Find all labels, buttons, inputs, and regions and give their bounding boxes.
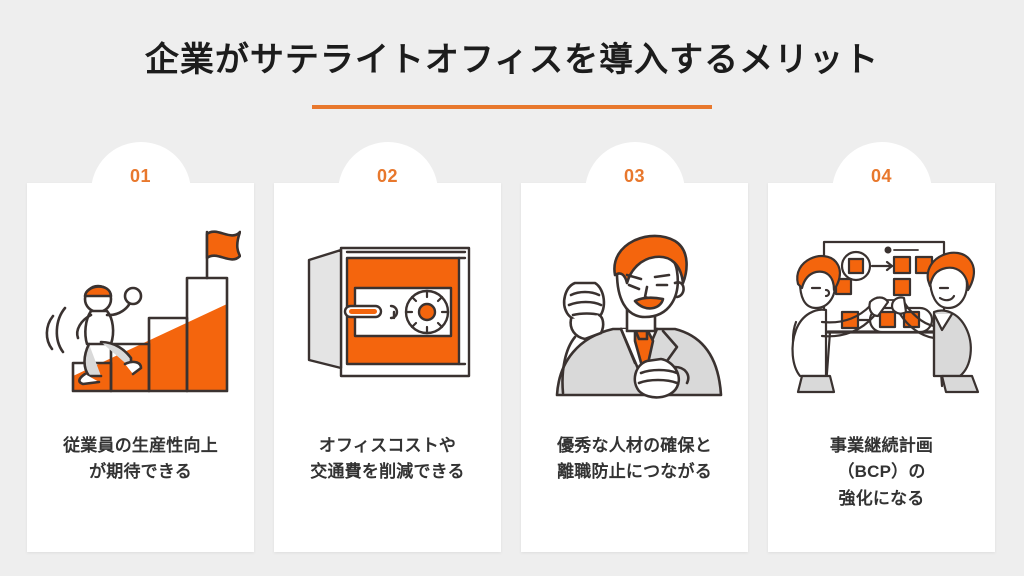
benefit-card-2[interactable]: 02 bbox=[274, 142, 501, 552]
card-number-4: 04 bbox=[870, 166, 893, 186]
card-number-2: 02 bbox=[376, 166, 399, 186]
title-block: 企業がサテライトオフィスを導入するメリット bbox=[0, 40, 1024, 109]
card-number-3: 03 bbox=[623, 166, 646, 186]
card-caption-3-line-2: 離職防止につながる bbox=[557, 462, 712, 482]
safe-vault-icon bbox=[274, 183, 501, 433]
benefit-card-4[interactable]: 04 bbox=[768, 142, 995, 552]
benefit-card-1[interactable]: 01 bbox=[27, 142, 254, 552]
card-caption-1-line-2: が期待できる bbox=[89, 462, 192, 482]
card-caption-2-line-2: 交通費を削減できる bbox=[310, 462, 465, 482]
card-caption-2-line-1: オフィスコストや bbox=[318, 436, 457, 455]
card-caption-3-line-1: 優秀な人材の確保と bbox=[557, 436, 712, 455]
card-caption-2: オフィスコストや 交通費を削減できる bbox=[283, 433, 493, 486]
card-body-3: 優秀な人材の確保と 離職防止につながる bbox=[521, 183, 748, 552]
card-body-4: 事業継続計画 （BCP）の 強化になる bbox=[768, 183, 995, 552]
card-body-2: オフィスコストや 交通費を削減できる bbox=[274, 183, 501, 552]
card-caption-4: 事業継続計画 （BCP）の 強化になる bbox=[777, 433, 987, 512]
whiteboard-planning-team-icon bbox=[768, 183, 995, 433]
benefit-card-list: 01 bbox=[27, 142, 997, 552]
person-climbing-bar-chart-with-flag-icon bbox=[27, 183, 254, 433]
card-caption-4-line-1: 事業継続計画 bbox=[829, 436, 934, 455]
card-caption-1: 従業員の生産性向上 が期待できる bbox=[36, 433, 246, 486]
page-title: 企業がサテライトオフィスを導入するメリット bbox=[144, 41, 880, 79]
confident-businessman-icon bbox=[521, 183, 748, 433]
card-number-1: 01 bbox=[129, 166, 152, 186]
card-caption-1-line-1: 従業員の生産性向上 bbox=[63, 436, 218, 455]
benefit-card-3[interactable]: 03 bbox=[521, 142, 748, 552]
card-caption-4-line-3: 強化になる bbox=[838, 488, 925, 508]
card-caption-4-line-2: （BCP）の bbox=[837, 462, 926, 482]
title-underline-rule bbox=[312, 104, 712, 109]
card-body-1: 従業員の生産性向上 が期待できる bbox=[27, 183, 254, 552]
card-caption-3: 優秀な人材の確保と 離職防止につながる bbox=[530, 433, 740, 486]
